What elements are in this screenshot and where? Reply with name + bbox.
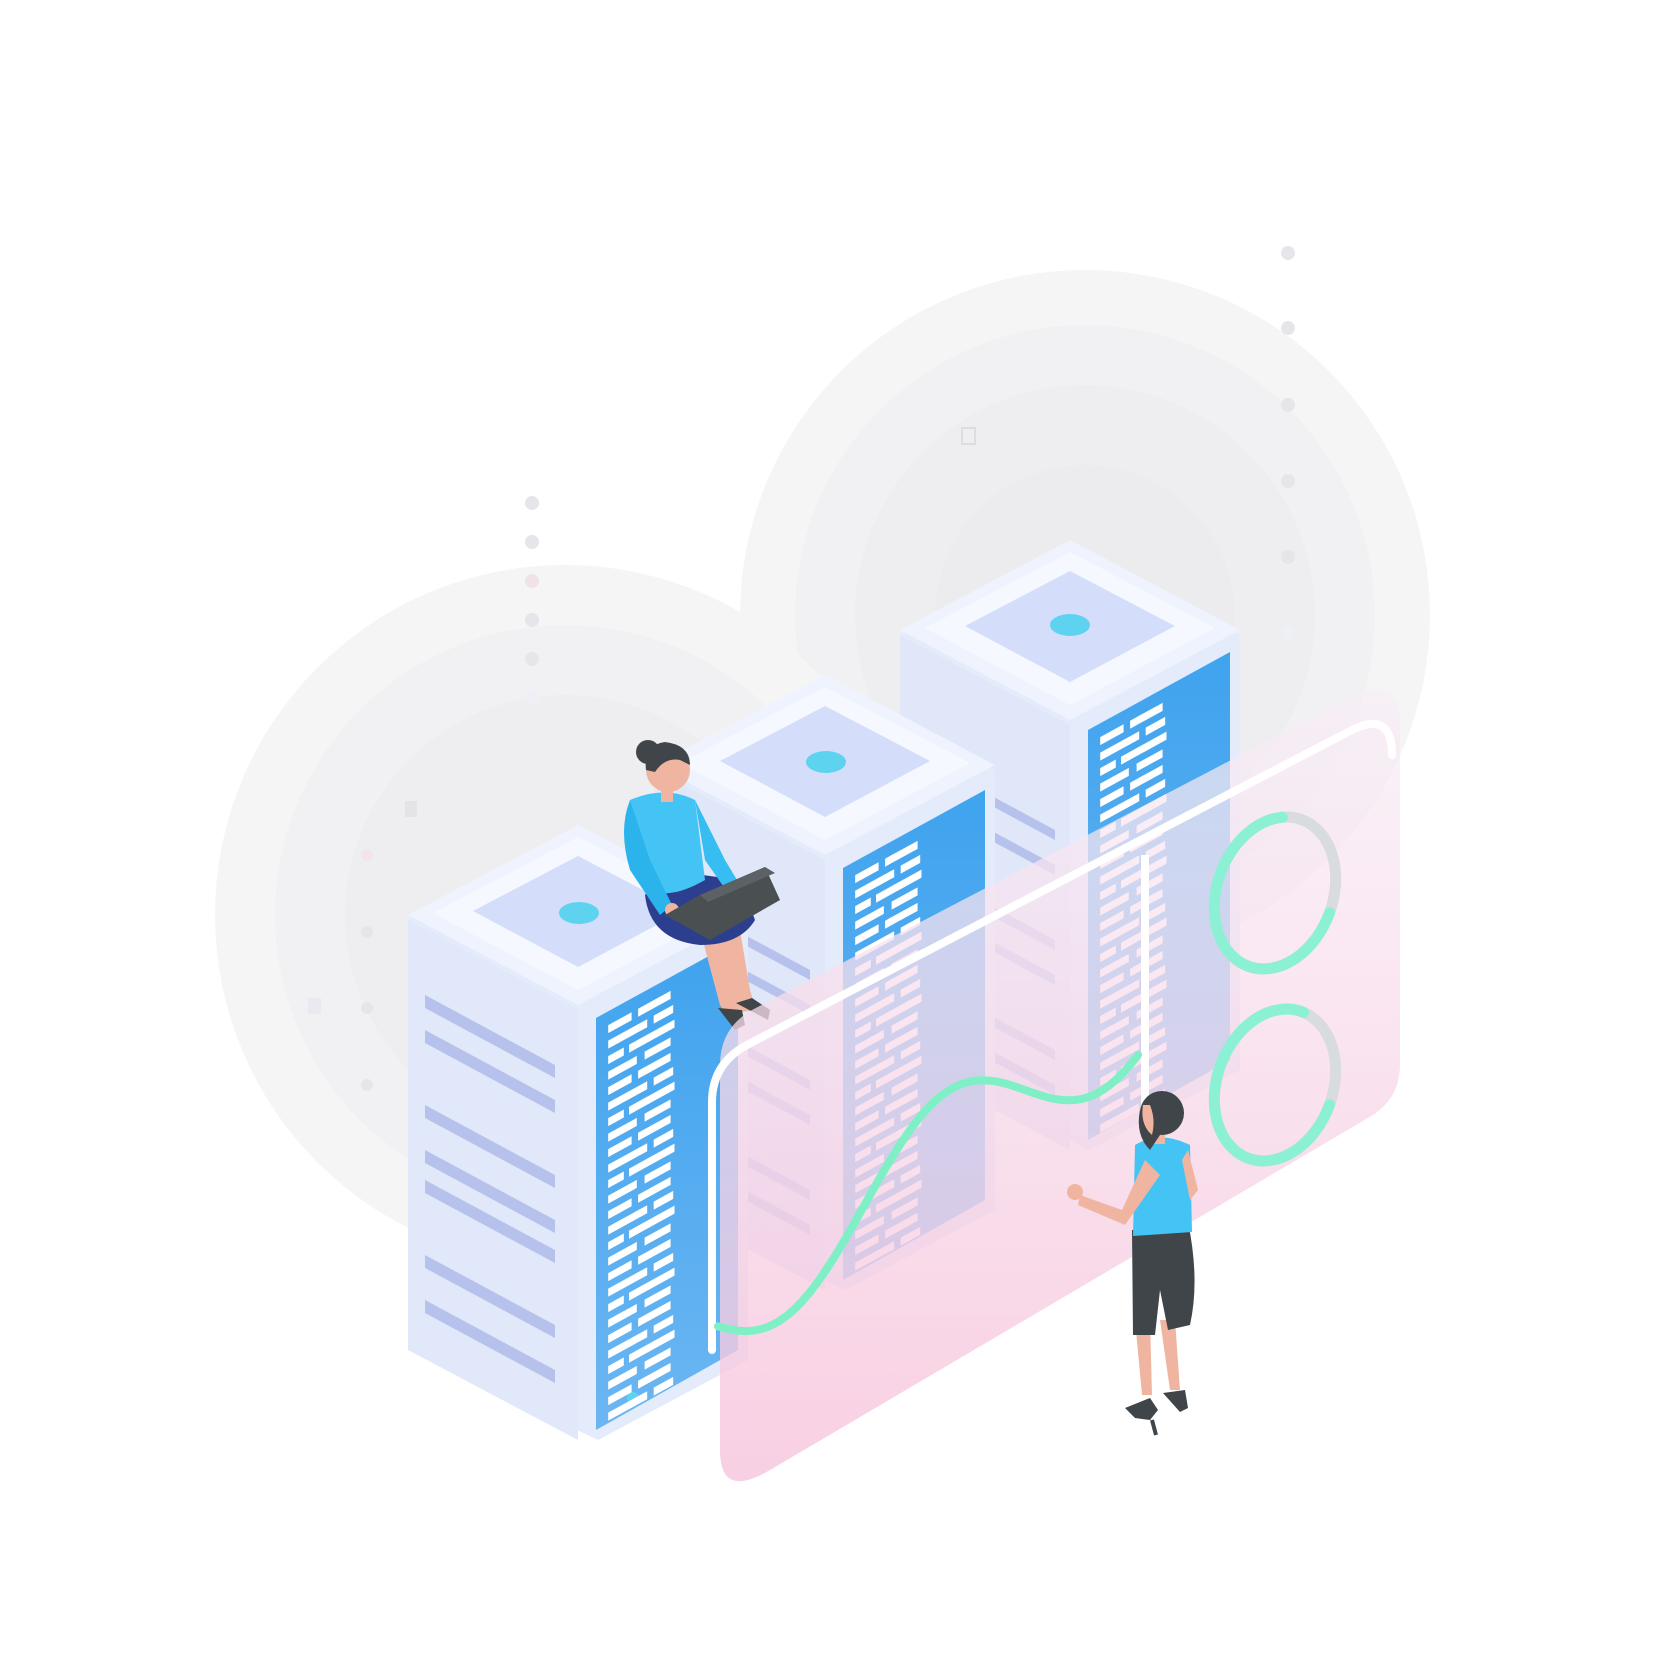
server-slot (608, 1322, 632, 1344)
server-slot (608, 1384, 632, 1406)
server-slot (608, 1171, 624, 1189)
server-slot (608, 1074, 632, 1096)
server-slot (644, 1161, 671, 1184)
server-slot (608, 1179, 637, 1204)
server-slot (855, 869, 895, 899)
line-chart-icon (714, 1050, 1142, 1336)
server-slot (885, 840, 918, 867)
server-slot (1100, 724, 1124, 746)
server-slot (608, 1365, 637, 1390)
server-slot (608, 1205, 648, 1235)
server-slot (891, 887, 918, 910)
server-slot (1100, 759, 1116, 777)
server-slot (644, 1285, 671, 1308)
server-slot (653, 1128, 674, 1148)
server-slot (629, 1081, 675, 1115)
server-slot (1145, 778, 1166, 798)
server-slot (653, 1190, 674, 1210)
server-slot (653, 1066, 674, 1086)
server-slot (638, 1362, 671, 1389)
server-slot (1100, 731, 1140, 761)
server-slot (900, 854, 921, 874)
server-slot (638, 1300, 671, 1327)
server-slot (608, 1055, 637, 1080)
server-slot (608, 1109, 624, 1127)
ring-gauge-icon (1208, 811, 1342, 975)
standing-person-icon (1067, 1091, 1198, 1436)
server-slot (1121, 731, 1167, 765)
server-slot (608, 1047, 624, 1065)
server-slot (608, 1241, 637, 1266)
server-slot (653, 1376, 674, 1396)
server-slot (1130, 764, 1163, 791)
server-slot (629, 1329, 675, 1363)
server-slot (855, 924, 879, 946)
server-slot (885, 902, 918, 929)
server-slot (644, 1223, 671, 1246)
decorative-dots (308, 246, 1295, 1091)
server-slot (1100, 786, 1124, 808)
server-slot (608, 1260, 632, 1282)
server-slot (1145, 716, 1166, 736)
server-slot (638, 1052, 671, 1079)
server-slot (629, 1267, 675, 1301)
server-slot (653, 1252, 674, 1272)
ring-gauges (1208, 811, 1342, 1167)
ring-gauge-icon (1208, 1003, 1342, 1167)
server-slot (653, 1314, 674, 1334)
server-slot (608, 1295, 624, 1313)
server-slot (638, 1176, 671, 1203)
server-slot (1130, 702, 1163, 729)
server-slot (608, 1143, 648, 1173)
server-slot (1136, 749, 1163, 772)
server-slot (638, 1238, 671, 1265)
server-slot (608, 1233, 624, 1251)
server-slot (608, 1012, 632, 1034)
server-slot (608, 1117, 637, 1142)
server-slot (1100, 767, 1129, 792)
server-slot (608, 1303, 637, 1328)
server-slot (608, 1081, 648, 1111)
server-slot (1100, 793, 1140, 823)
server-slot (644, 1099, 671, 1122)
server-rack-icon (408, 825, 748, 1440)
server-slot (608, 1198, 632, 1220)
server-slot (638, 990, 671, 1017)
server-slot (855, 897, 871, 915)
server-slot (608, 1267, 648, 1297)
server-slot (855, 862, 879, 884)
server-slot (608, 1019, 648, 1049)
laptop-icon (665, 867, 780, 940)
server-slot (629, 1143, 675, 1177)
server-slot (644, 1037, 671, 1060)
server-slot (608, 1329, 648, 1359)
server-slot (608, 1391, 648, 1421)
server-slot (608, 1136, 632, 1158)
server-slot (644, 1347, 671, 1370)
server-slot (608, 1357, 624, 1375)
server-slot (855, 905, 884, 930)
server-slot (629, 1019, 675, 1053)
server-slot (638, 1114, 671, 1141)
display-board (708, 689, 1400, 1482)
server-slot (629, 1205, 675, 1239)
server-slot (653, 1004, 674, 1024)
server-slot (876, 869, 922, 903)
